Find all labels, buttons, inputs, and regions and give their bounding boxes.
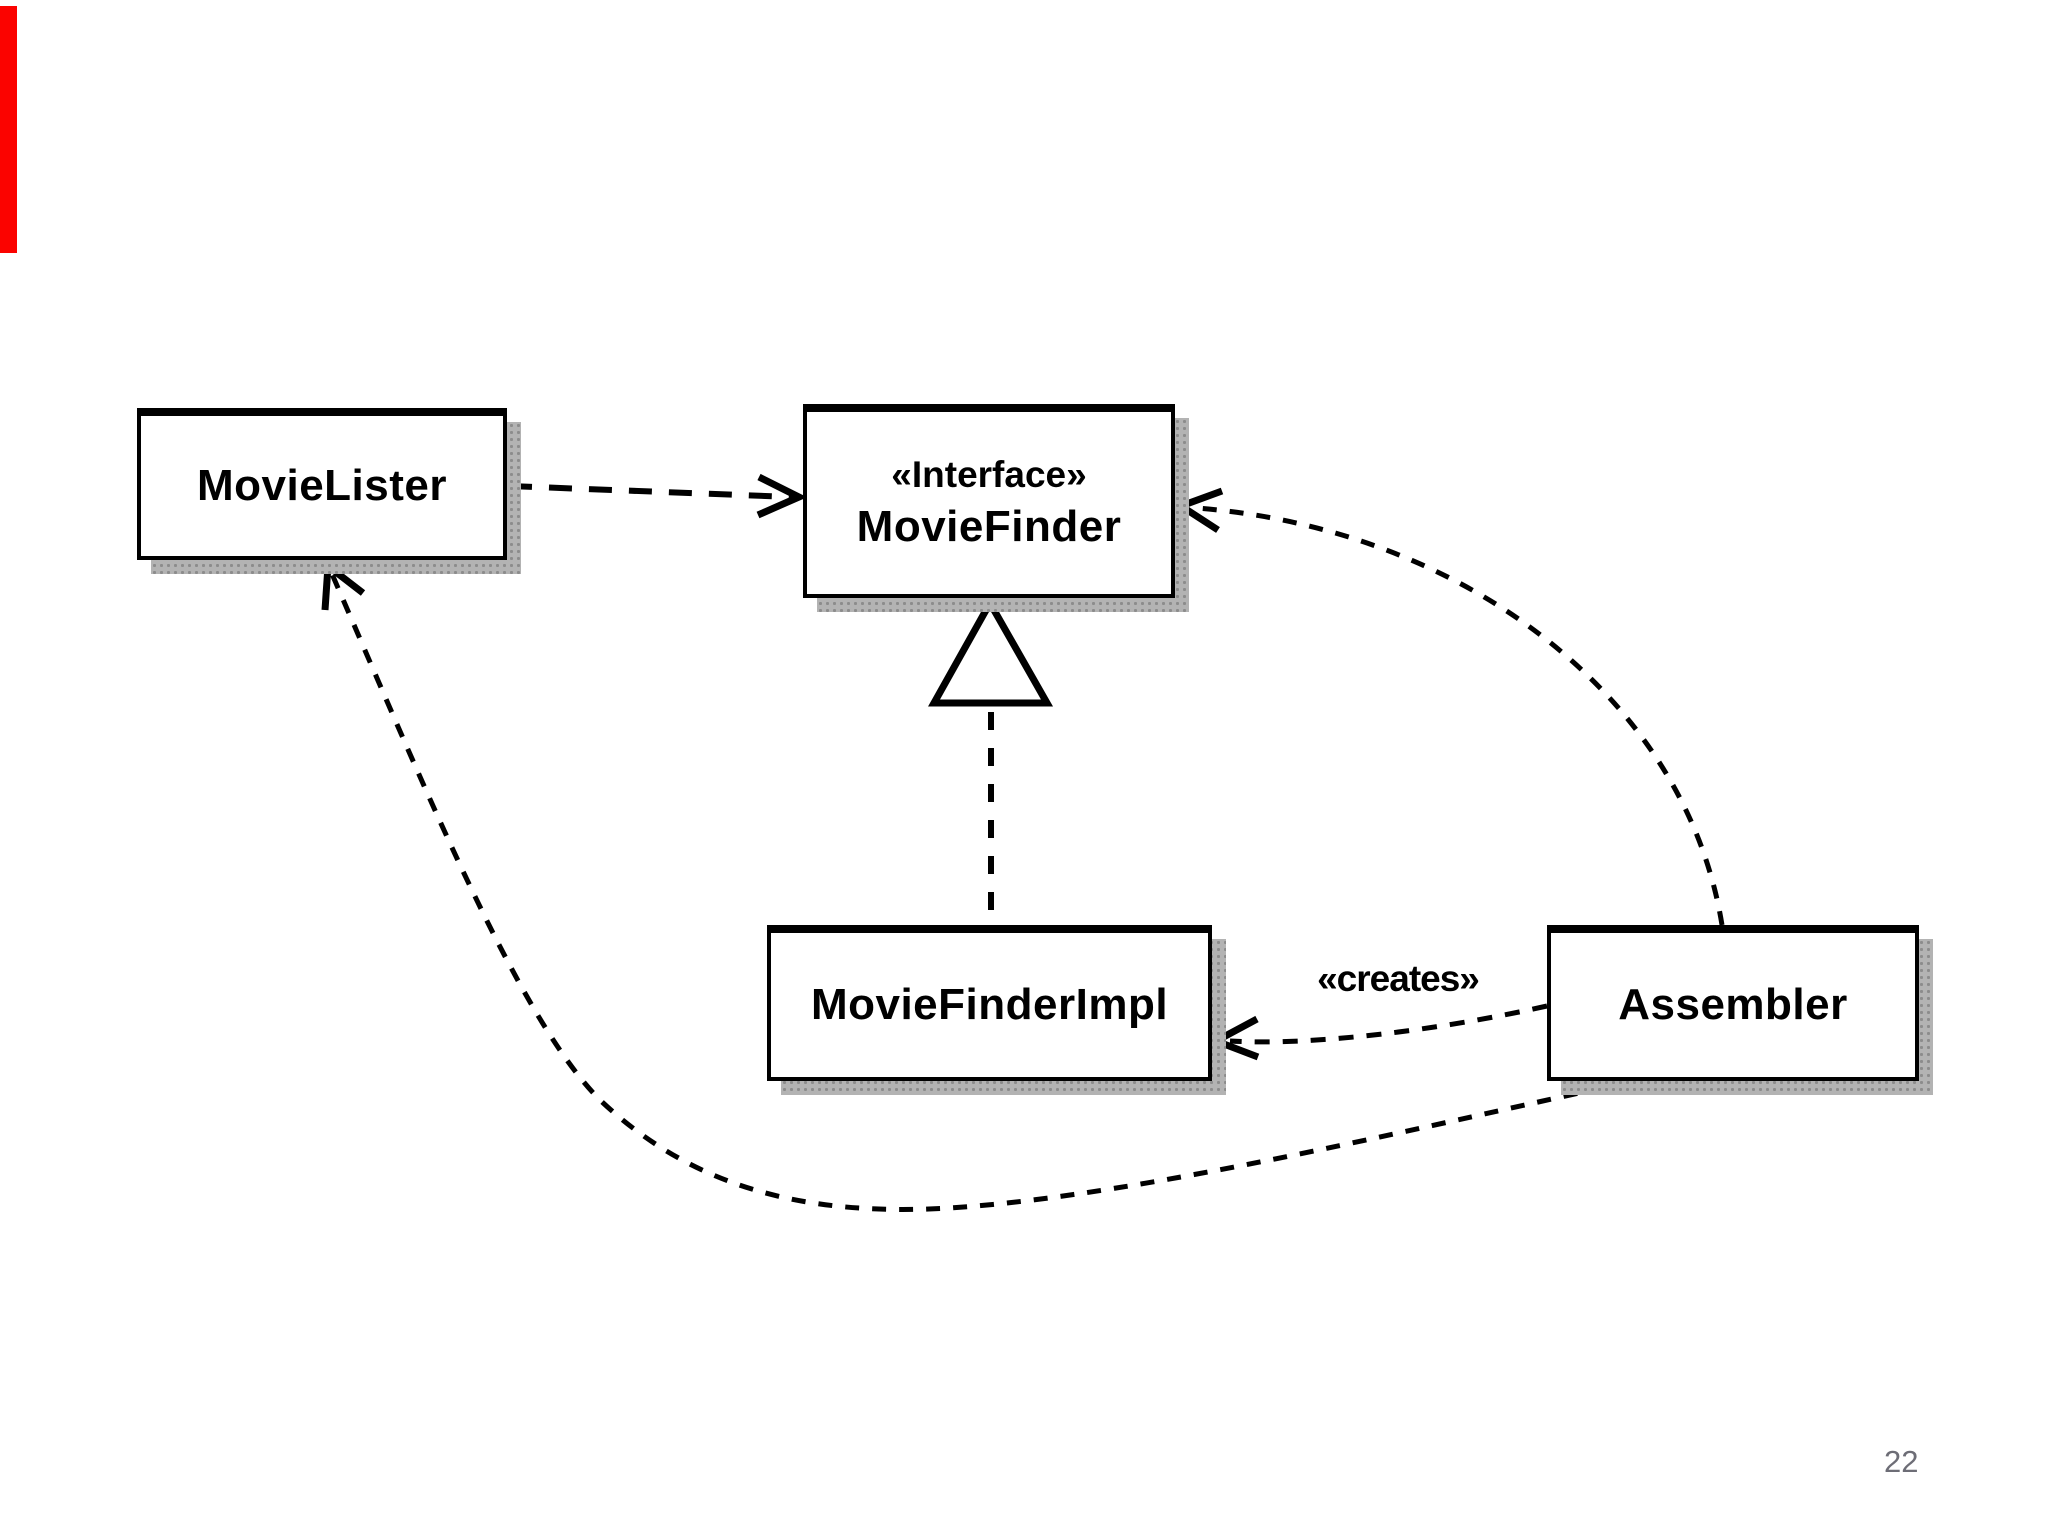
class-box-movie-lister: MovieLister <box>137 408 521 574</box>
realization-triangle-icon <box>928 595 1054 707</box>
class-box-assembler: Assembler <box>1547 925 1933 1095</box>
arrowhead-open-right-icon <box>756 473 808 519</box>
class-name-movie-lister: MovieLister <box>196 461 447 510</box>
class-box-movie-finder: «Interface» MovieFinder <box>803 404 1189 612</box>
edge-assembler-to-finder <box>1195 505 1725 926</box>
class-name-assembler: Assembler <box>1618 980 1848 1029</box>
edge-assembler-to-lister <box>329 573 1631 1212</box>
edge-assembler-creates-impl <box>1229 1003 1548 1045</box>
page-number: 22 <box>1884 1444 1919 1479</box>
interface-stereotype: «Interface» <box>891 454 1087 495</box>
class-name-movie-finder-impl: MovieFinderImpl <box>810 980 1169 1029</box>
class-name-movie-finder: MovieFinder <box>856 502 1122 551</box>
edge-lister-to-finder <box>508 483 793 500</box>
class-box-movie-finder-impl: MovieFinderImpl <box>767 925 1226 1095</box>
red-accent-bar <box>0 6 17 253</box>
creates-edge-label: «creates» <box>1317 958 1480 999</box>
